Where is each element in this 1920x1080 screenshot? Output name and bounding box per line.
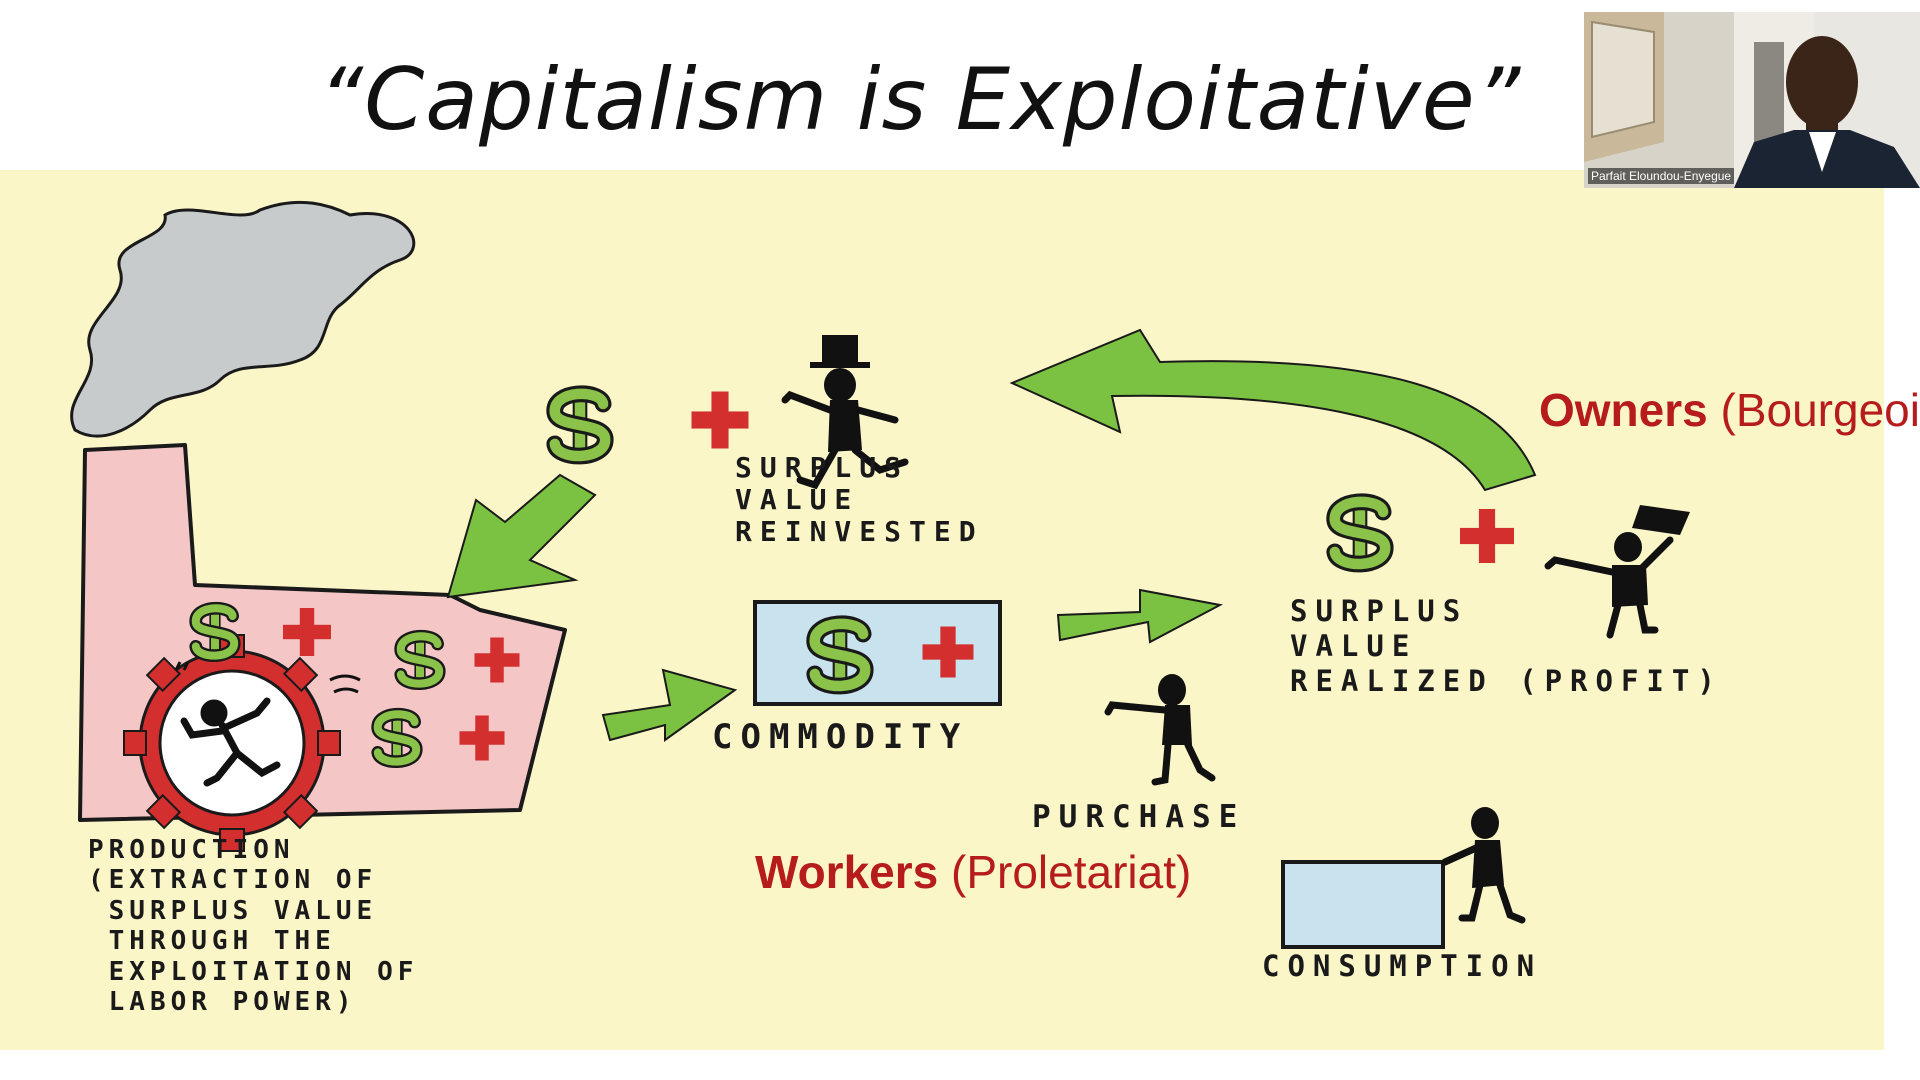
worker-purchase-figure [1104,674,1216,786]
purchase-label: PURCHASE [1032,799,1246,835]
slide-title: “Capitalism is Exploitative” [318,50,1522,150]
surplus-reinvested-label: SURPLUS VALUE REINVESTED [735,451,984,549]
curved-arrow [1009,328,1537,492]
workers-rest: (Proletariat) [938,846,1192,898]
participant-video[interactable]: Parfait Eloundou-Enyegue [1584,12,1920,188]
owners-annotation: Owners (Bourgeoi [1539,383,1920,437]
consumption-box [1281,860,1445,949]
smoke [70,200,416,438]
commodity-label: COMMODITY [712,717,969,757]
participant-name: Parfait Eloundou-Enyegue [1588,168,1735,184]
arrow-to-realized [1056,588,1224,644]
production-label: PRODUCTION (EXTRACTION OF SURPLUS VALUE … [88,835,419,1018]
worker-consumption-figure [1441,807,1526,924]
surplus-realized-label: SURPLUS VALUE REALIZED (PROFIT) [1290,594,1723,698]
workers-annotation: Workers (Proletariat) [755,845,1191,899]
gear-icon [123,634,341,852]
arrow-down [446,473,597,599]
participant-video-frame [1584,12,1920,188]
owners-rest: (Bourgeoi [1707,384,1920,436]
consumption-label: CONSUMPTION [1262,949,1543,983]
capitalist-profit-figure [1544,505,1690,639]
capitalist-figure [781,335,909,490]
workers-bold: Workers [755,846,939,898]
arrow-to-commodity [601,668,738,742]
owners-bold: Owners [1539,384,1708,436]
